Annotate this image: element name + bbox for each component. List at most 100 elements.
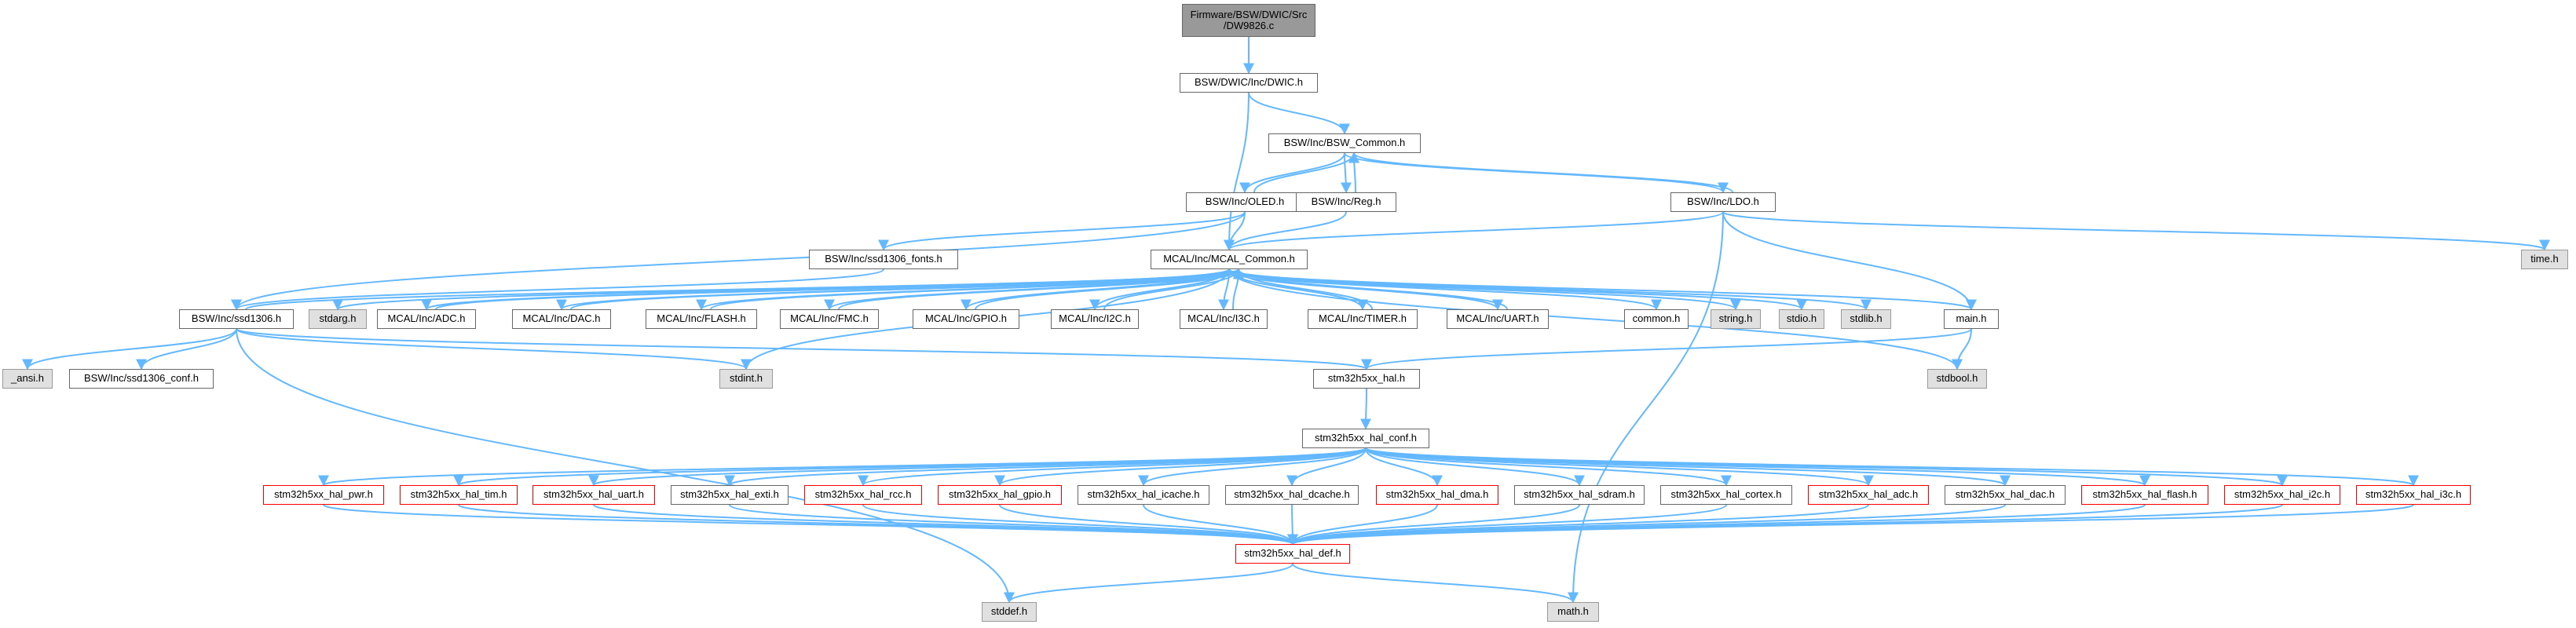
edge-hal_flash_h-to-hal_def_h: [1287, 504, 2146, 546]
node-ldo-h[interactable]: BSW/Inc/LDO.h: [1670, 192, 1776, 212]
edge-hal_conf_h-to-hal_i3c_h: [1365, 447, 2419, 487]
edge-fmc_h-to-mcal_common_h: [838, 268, 1244, 310]
edge-ssd1306_h-to-ssd1306_conf_h: [136, 328, 237, 371]
edge-hal_conf_h-to-hal_rcc_h: [858, 447, 1367, 487]
node-common-h[interactable]: common.h: [1624, 309, 1689, 329]
node-main-h[interactable]: main.h: [1944, 309, 1999, 329]
node-hal-pwr-h[interactable]: stm32h5xx_hal_pwr.h: [263, 485, 384, 505]
edge-bsw_common_h-to-reg_h: [1340, 152, 1352, 194]
node-stm32h5xx-hal-conf-h[interactable]: stm32h5xx_hal_conf.h: [1302, 429, 1429, 448]
node-stddef-h[interactable]: stddef.h: [982, 602, 1037, 622]
edge-hal_dac_h-to-hal_def_h: [1287, 504, 2006, 546]
edge-hal_gpio_h-to-hal_def_h: [999, 504, 1298, 546]
node-mcal-common-h[interactable]: MCAL/Inc/MCAL_Common.h: [1151, 250, 1308, 269]
node-stdint-h[interactable]: stdint.h: [719, 369, 773, 389]
edge-ssd1306_fonts_h-to-ssd1306_h: [231, 268, 884, 311]
node-stm32h5xx-hal-def-h[interactable]: stm32h5xx_hal_def.h: [1235, 544, 1350, 564]
edge-hal_i3c_h-to-hal_def_h: [1287, 504, 2414, 546]
node-hal-i3c-h[interactable]: stm32h5xx_hal_i3c.h: [2356, 485, 2471, 505]
node-hal-uart-h[interactable]: stm32h5xx_hal_uart.h: [532, 485, 655, 505]
edge-ldo_h-to-mcal_common_h: [1224, 211, 1724, 251]
node-bsw-common-h[interactable]: BSW/Inc/BSW_Common.h: [1268, 133, 1421, 153]
node-string-h[interactable]: string.h: [1711, 309, 1761, 329]
edge-gpio_h-to-mcal_common_h: [975, 268, 1244, 310]
node-i2c-h[interactable]: MCAL/Inc/I2C.h: [1051, 309, 1139, 329]
edge-ldo_h-to-main_h: [1722, 211, 1977, 311]
edge-hal_dma_h-to-hal_def_h: [1287, 504, 1438, 546]
node-oled-h[interactable]: BSW/Inc/OLED.h: [1186, 192, 1304, 212]
node-hal-icache-h[interactable]: stm32h5xx_hal_icache.h: [1078, 485, 1209, 505]
node-math-h[interactable]: math.h: [1547, 602, 1599, 622]
edge-bsw_common_h-to-oled_h: [1239, 152, 1345, 194]
node-hal-exti-h[interactable]: stm32h5xx_hal_exti.h: [671, 485, 789, 505]
edge-hal_conf_h-to-hal_dma_h: [1365, 447, 1443, 487]
node-hal-adc-h[interactable]: stm32h5xx_hal_adc.h: [1808, 485, 1929, 505]
edge-oled_h-to-ssd1306_h: [231, 211, 1246, 311]
node-flash-h[interactable]: MCAL/Inc/FLASH.h: [646, 309, 757, 329]
node-hal-tim-h[interactable]: stm32h5xx_hal_tim.h: [400, 485, 518, 505]
node-hal-i2c-h[interactable]: stm32h5xx_hal_i2c.h: [2224, 485, 2340, 505]
node-fmc-h[interactable]: MCAL/Inc/FMC.h: [780, 309, 879, 329]
node-time-h[interactable]: time.h: [2521, 250, 2568, 269]
node-hal-gpio-h[interactable]: stm32h5xx_hal_gpio.h: [938, 485, 1062, 505]
node-dac-h[interactable]: MCAL/Inc/DAC.h: [512, 309, 611, 329]
edge-ssd1306_h-to-ansi_h: [22, 328, 237, 371]
node-ssd1306-conf-h[interactable]: BSW/Inc/ssd1306_conf.h: [69, 369, 214, 389]
node-i3c-h[interactable]: MCAL/Inc/I3C.h: [1180, 309, 1268, 329]
node-hal-rcc-h[interactable]: stm32h5xx_hal_rcc.h: [804, 485, 922, 505]
edge-hal_uart_h-to-hal_def_h: [593, 504, 1298, 546]
edge-hal_cortex_h-to-hal_def_h: [1287, 504, 1727, 546]
edge-main_h-to-hal_h: [1361, 328, 1972, 371]
edge-hal_icache_h-to-hal_def_h: [1143, 504, 1298, 546]
node-stdio-h[interactable]: stdio.h: [1779, 309, 1824, 329]
node-uart-h[interactable]: MCAL/Inc/UART.h: [1447, 309, 1549, 329]
node-hal-sdram-h[interactable]: stm32h5xx_hal_sdram.h: [1514, 485, 1645, 505]
edge-hal_conf_h-to-hal_flash_h: [1365, 447, 2150, 487]
edge-oled_h-to-bsw_common_h: [1253, 152, 1359, 193]
node-hal-dcache-h[interactable]: stm32h5xx_hal_dcache.h: [1225, 485, 1359, 505]
node-dw9826-c: Firmware/BSW/DWIC/Src /DW9826.c: [1182, 4, 1315, 37]
edge-hal_dcache_h-to-hal_def_h: [1286, 504, 1298, 546]
edge-hal_conf_h-to-hal_gpio_h: [994, 447, 1367, 487]
node-ssd1306-h[interactable]: BSW/Inc/ssd1306.h: [179, 309, 294, 329]
edge-hal_sdram_h-to-hal_def_h: [1287, 504, 1580, 546]
node-stm32h5xx-hal-h[interactable]: stm32h5xx_hal.h: [1313, 369, 1420, 389]
edge-ldo_h-to-math_h: [1568, 211, 1724, 604]
edge-oled_h-to-ssd1306_fonts_h: [878, 211, 1246, 251]
node-hal-cortex-h[interactable]: stm32h5xx_hal_cortex.h: [1660, 485, 1792, 505]
edge-ldo_h-to-bsw_common_h: [1348, 152, 1733, 193]
node-adc-h[interactable]: MCAL/Inc/ADC.h: [377, 309, 476, 329]
edge-ssd1306_h-to-mcal_common_h: [245, 268, 1244, 310]
edge-hal_conf_h-to-hal_icache_h: [1138, 447, 1367, 487]
edge-dac_h-to-mcal_common_h: [570, 268, 1244, 310]
node-reg-h[interactable]: BSW/Inc/Reg.h: [1296, 192, 1396, 212]
edge-hal_conf_h-to-hal_adc_h: [1365, 447, 1874, 487]
edge-hal_conf_h-to-hal_dcache_h: [1286, 447, 1367, 487]
edge-hal_exti_h-to-hal_def_h: [729, 504, 1298, 546]
node-gpio-h[interactable]: MCAL/Inc/GPIO.h: [913, 309, 1019, 329]
node-hal-flash-h[interactable]: stm32h5xx_hal_flash.h: [2081, 485, 2208, 505]
edge-mcal_common_h-to-stdlib_h: [1228, 268, 1872, 311]
edge-hal_def_h-to-stddef_h: [1004, 563, 1293, 604]
edge-mcal_common_h-to-main_h: [1228, 268, 1977, 311]
node-ssd1306-fonts-h[interactable]: BSW/Inc/ssd1306_fonts.h: [809, 250, 958, 269]
edge-timer_h-to-mcal_common_h: [1233, 268, 1373, 310]
edge-dwic_h-to-mcal_common_h: [1224, 92, 1250, 251]
node-hal-dma-h[interactable]: stm32h5xx_hal_dma.h: [1376, 485, 1498, 505]
edge-hal_rcc_h-to-hal_def_h: [862, 504, 1298, 546]
edge-uart_h-to-mcal_common_h: [1233, 268, 1508, 310]
edge-hal_def_h-to-math_h: [1292, 563, 1579, 604]
edge-dwic_h-to-bsw_common_h: [1248, 92, 1350, 135]
node-stdbool-h[interactable]: stdbool.h: [1927, 369, 1987, 389]
node-timer-h[interactable]: MCAL/Inc/TIMER.h: [1308, 309, 1418, 329]
edge-hal_conf_h-to-hal_i2c_h: [1365, 447, 2288, 487]
node-stdarg-h[interactable]: stdarg.h: [309, 309, 367, 329]
node-dwic-h[interactable]: BSW/DWIC/Inc/DWIC.h: [1180, 73, 1318, 93]
node-ansi-h[interactable]: _ansi.h: [2, 369, 53, 389]
edge-hal_conf_h-to-hal_exti_h: [724, 447, 1367, 487]
node-stdlib-h[interactable]: stdlib.h: [1841, 309, 1891, 329]
node-hal-dac-h[interactable]: stm32h5xx_hal_dac.h: [1945, 485, 2066, 505]
edge-hal_conf_h-to-hal_sdram_h: [1365, 447, 1585, 487]
